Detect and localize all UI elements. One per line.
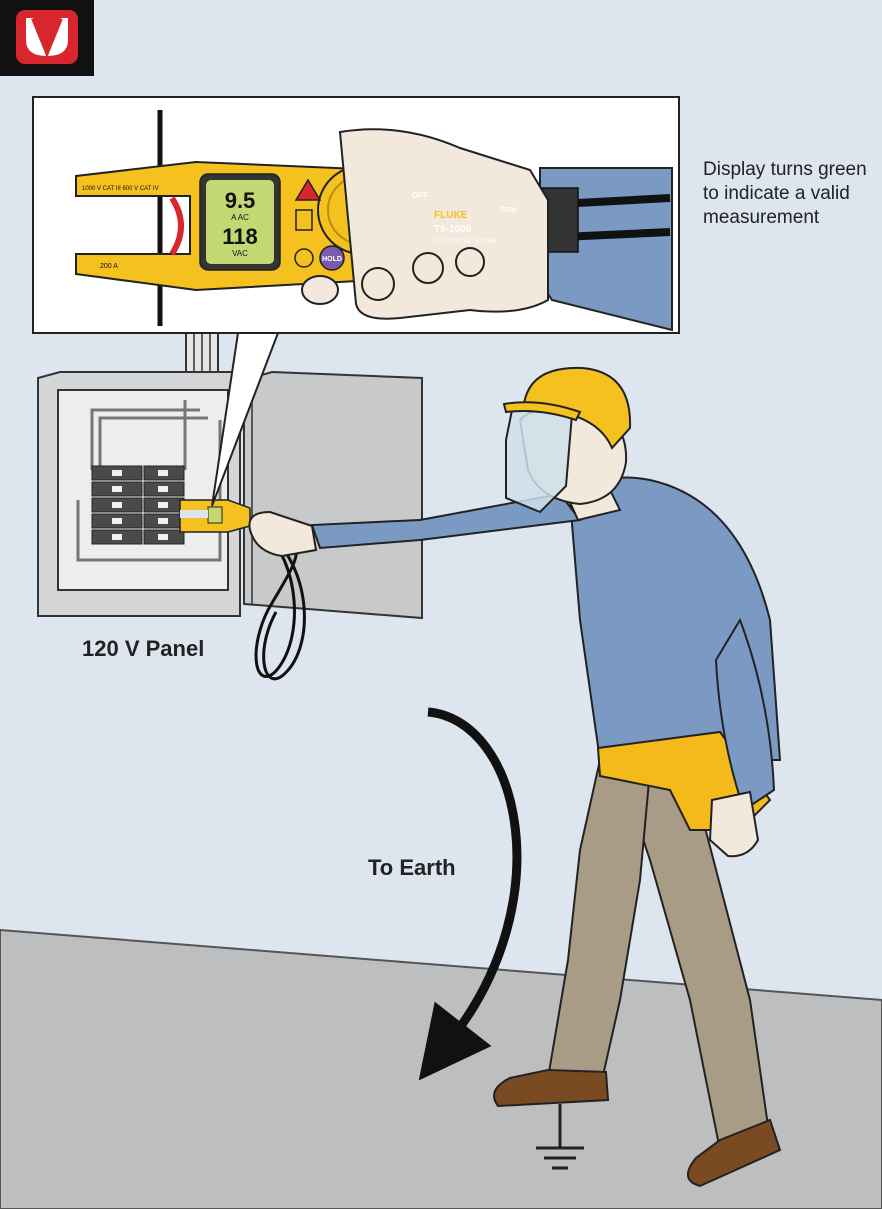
panel-label: 120 V Panel xyxy=(82,636,205,661)
worker xyxy=(248,366,782,1188)
test-leads xyxy=(254,528,299,678)
reading-voltage-unit: VAC xyxy=(232,249,248,258)
off-label: OFF xyxy=(412,191,428,200)
earth-label: To Earth xyxy=(368,855,456,880)
callout-text: Display turns green to indicate a valid … xyxy=(703,159,867,228)
tester-inset xyxy=(32,96,680,334)
tester-small xyxy=(179,499,251,533)
earth-arrow xyxy=(418,707,522,1081)
tester-labels: 9.5 A AC 118 VAC HOLD OFF FLUKE T6-1000 … xyxy=(82,186,516,270)
reading-current: 9.5 xyxy=(225,188,256,213)
com-label: COM xyxy=(500,207,517,214)
jaw-current-label: 200 A xyxy=(100,263,118,270)
hold-label: HOLD xyxy=(322,256,342,263)
reading-voltage: 118 xyxy=(222,224,258,249)
boot-right xyxy=(687,1118,782,1188)
jaw-rating-label: 1000 V CAT III 600 V CAT IV xyxy=(82,186,159,192)
subtitle-label: ELECTRICAL TESTER xyxy=(434,239,497,245)
reading-current-unit: A AC xyxy=(231,213,249,222)
logo xyxy=(0,0,94,76)
brand-label: FLUKE xyxy=(434,210,468,221)
boot-left xyxy=(493,1068,610,1108)
model-label: T6-1000 xyxy=(434,224,472,235)
